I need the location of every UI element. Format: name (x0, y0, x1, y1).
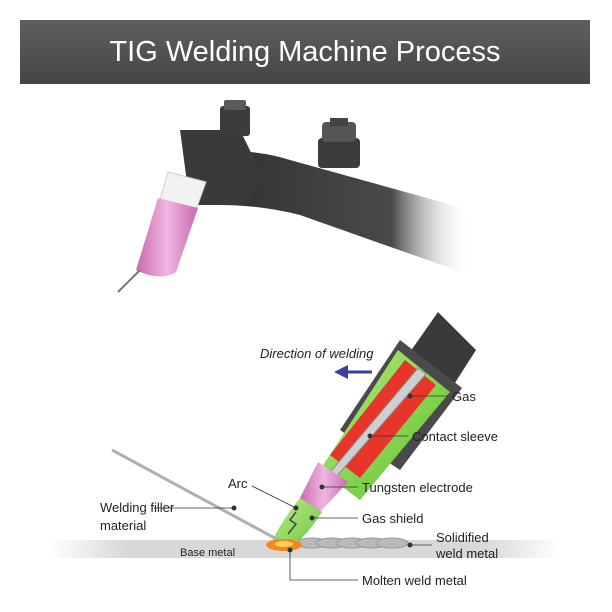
label-gas: Gas (452, 389, 476, 404)
label-filler-line1: Welding filler (100, 500, 175, 515)
label-tungsten-electrode: Tungsten electrode (362, 480, 473, 495)
label-gas-shield: Gas shield (362, 511, 423, 526)
torch-illustration (117, 100, 470, 293)
label-arc: Arc (228, 476, 248, 491)
direction-arrow (334, 365, 372, 379)
label-molten: Molten weld metal (362, 573, 467, 588)
base-metal-plate (50, 540, 560, 558)
label-base-metal: Base metal (180, 547, 235, 559)
label-solidified-line1: Solidified (436, 530, 489, 545)
label-direction: Direction of welding (260, 346, 374, 361)
label-filler-line2: material (100, 518, 146, 533)
solidified-weld-beads (295, 537, 409, 549)
label-solidified-line2: weld metal (435, 546, 498, 561)
label-contact-sleeve: Contact sleeve (412, 429, 498, 444)
filler-rod (111, 448, 283, 544)
title-bar: TIG Welding Machine Process (20, 20, 590, 84)
page-title: TIG Welding Machine Process (109, 36, 501, 68)
